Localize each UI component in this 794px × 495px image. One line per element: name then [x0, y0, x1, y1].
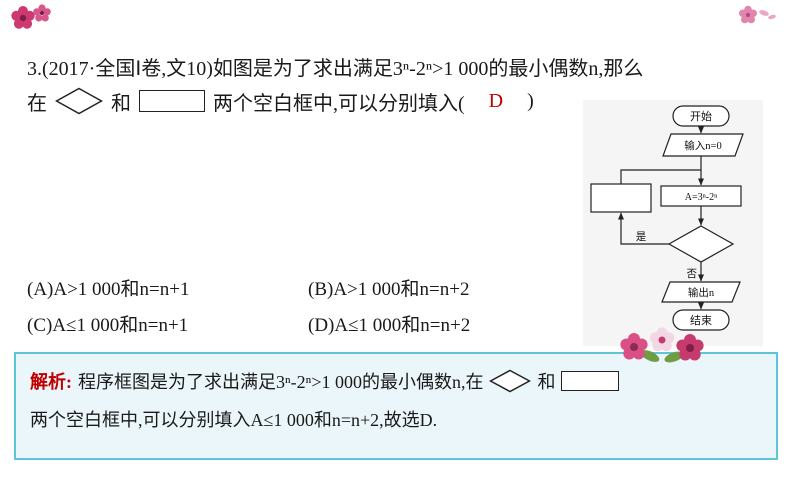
question-line2-close: )	[527, 89, 534, 112]
solution-text-and: 和	[537, 372, 556, 392]
input-node	[662, 133, 744, 157]
leaf-icon	[664, 351, 684, 363]
flower-decoration-top-left	[11, 4, 51, 29]
flower-decoration-top-right	[739, 5, 776, 24]
no-branch-label: 否	[687, 268, 698, 280]
option-a: (A)A>1 000和n=n+1	[27, 279, 190, 300]
assign-node	[660, 185, 742, 207]
decision-diamond-node	[667, 225, 735, 263]
solution-blank-rectangle-shape	[561, 371, 620, 391]
question-line2-post: 两个空白框中,可以分别填入(	[213, 92, 465, 115]
yes-branch-label: 是	[636, 231, 647, 243]
end-node-label: 结束	[690, 314, 712, 327]
solution-label: 解析:	[30, 372, 72, 392]
end-node	[672, 309, 730, 331]
question-text-line2: 在 和 两个空白框中,可以分别填入( D )	[27, 84, 534, 118]
flower-tiny-icon	[739, 5, 776, 24]
solution-line1: 解析: 程序框图是为了求出满足3ⁿ-2ⁿ>1 000的最小偶数n,在 和	[30, 368, 762, 394]
flower-large-icon	[11, 6, 35, 29]
flowchart-panel: 开始 输入n=0 A=3ⁿ-2ⁿ 是 否 输出n 结束	[583, 100, 763, 346]
question-line2-pre: 在	[27, 92, 47, 115]
answer-letter: D	[488, 89, 504, 112]
flower-pale-icon	[649, 327, 675, 352]
option-c: (C)A≤1 000和n=n+1	[27, 315, 189, 336]
flowchart-connectors	[618, 126, 704, 310]
option-d: (D)A≤1 000和n=n+2	[308, 315, 471, 336]
assign-node-label: A=3ⁿ-2ⁿ	[685, 192, 718, 203]
output-node	[661, 281, 741, 303]
blank-rectangle-shape	[139, 90, 205, 112]
blank-diamond-shape	[54, 87, 104, 115]
solution-text-1: 程序框图是为了求出满足3ⁿ-2ⁿ>1 000的最小偶数n,在	[78, 372, 484, 392]
solution-box: 解析: 程序框图是为了求出满足3ⁿ-2ⁿ>1 000的最小偶数n,在 和 两个空…	[14, 352, 778, 460]
blank-rect-node	[590, 183, 652, 213]
option-b: (B)A>1 000和n=n+2	[308, 279, 470, 300]
solution-line2: 两个空白框中,可以分别填入A≤1 000和n=n+2,故选D.	[30, 410, 438, 430]
question-text-line1: 3.(2017·全国Ⅰ卷,文10)如图是为了求出满足3ⁿ-2ⁿ>1 000的最小…	[27, 58, 644, 80]
solution-blank-diamond-shape	[489, 369, 532, 393]
flower-pink-icon	[620, 333, 648, 360]
question-line2-and: 和	[111, 92, 131, 115]
output-node-label: 输出n	[688, 286, 715, 299]
input-node-label: 输入n=0	[684, 139, 721, 152]
start-node	[672, 105, 730, 127]
flower-magenta-icon	[676, 334, 704, 361]
leaf-icon	[640, 350, 660, 362]
start-node-label: 开始	[690, 109, 712, 123]
flower-small-icon	[33, 4, 51, 22]
flower-decoration-bottom	[620, 327, 704, 363]
